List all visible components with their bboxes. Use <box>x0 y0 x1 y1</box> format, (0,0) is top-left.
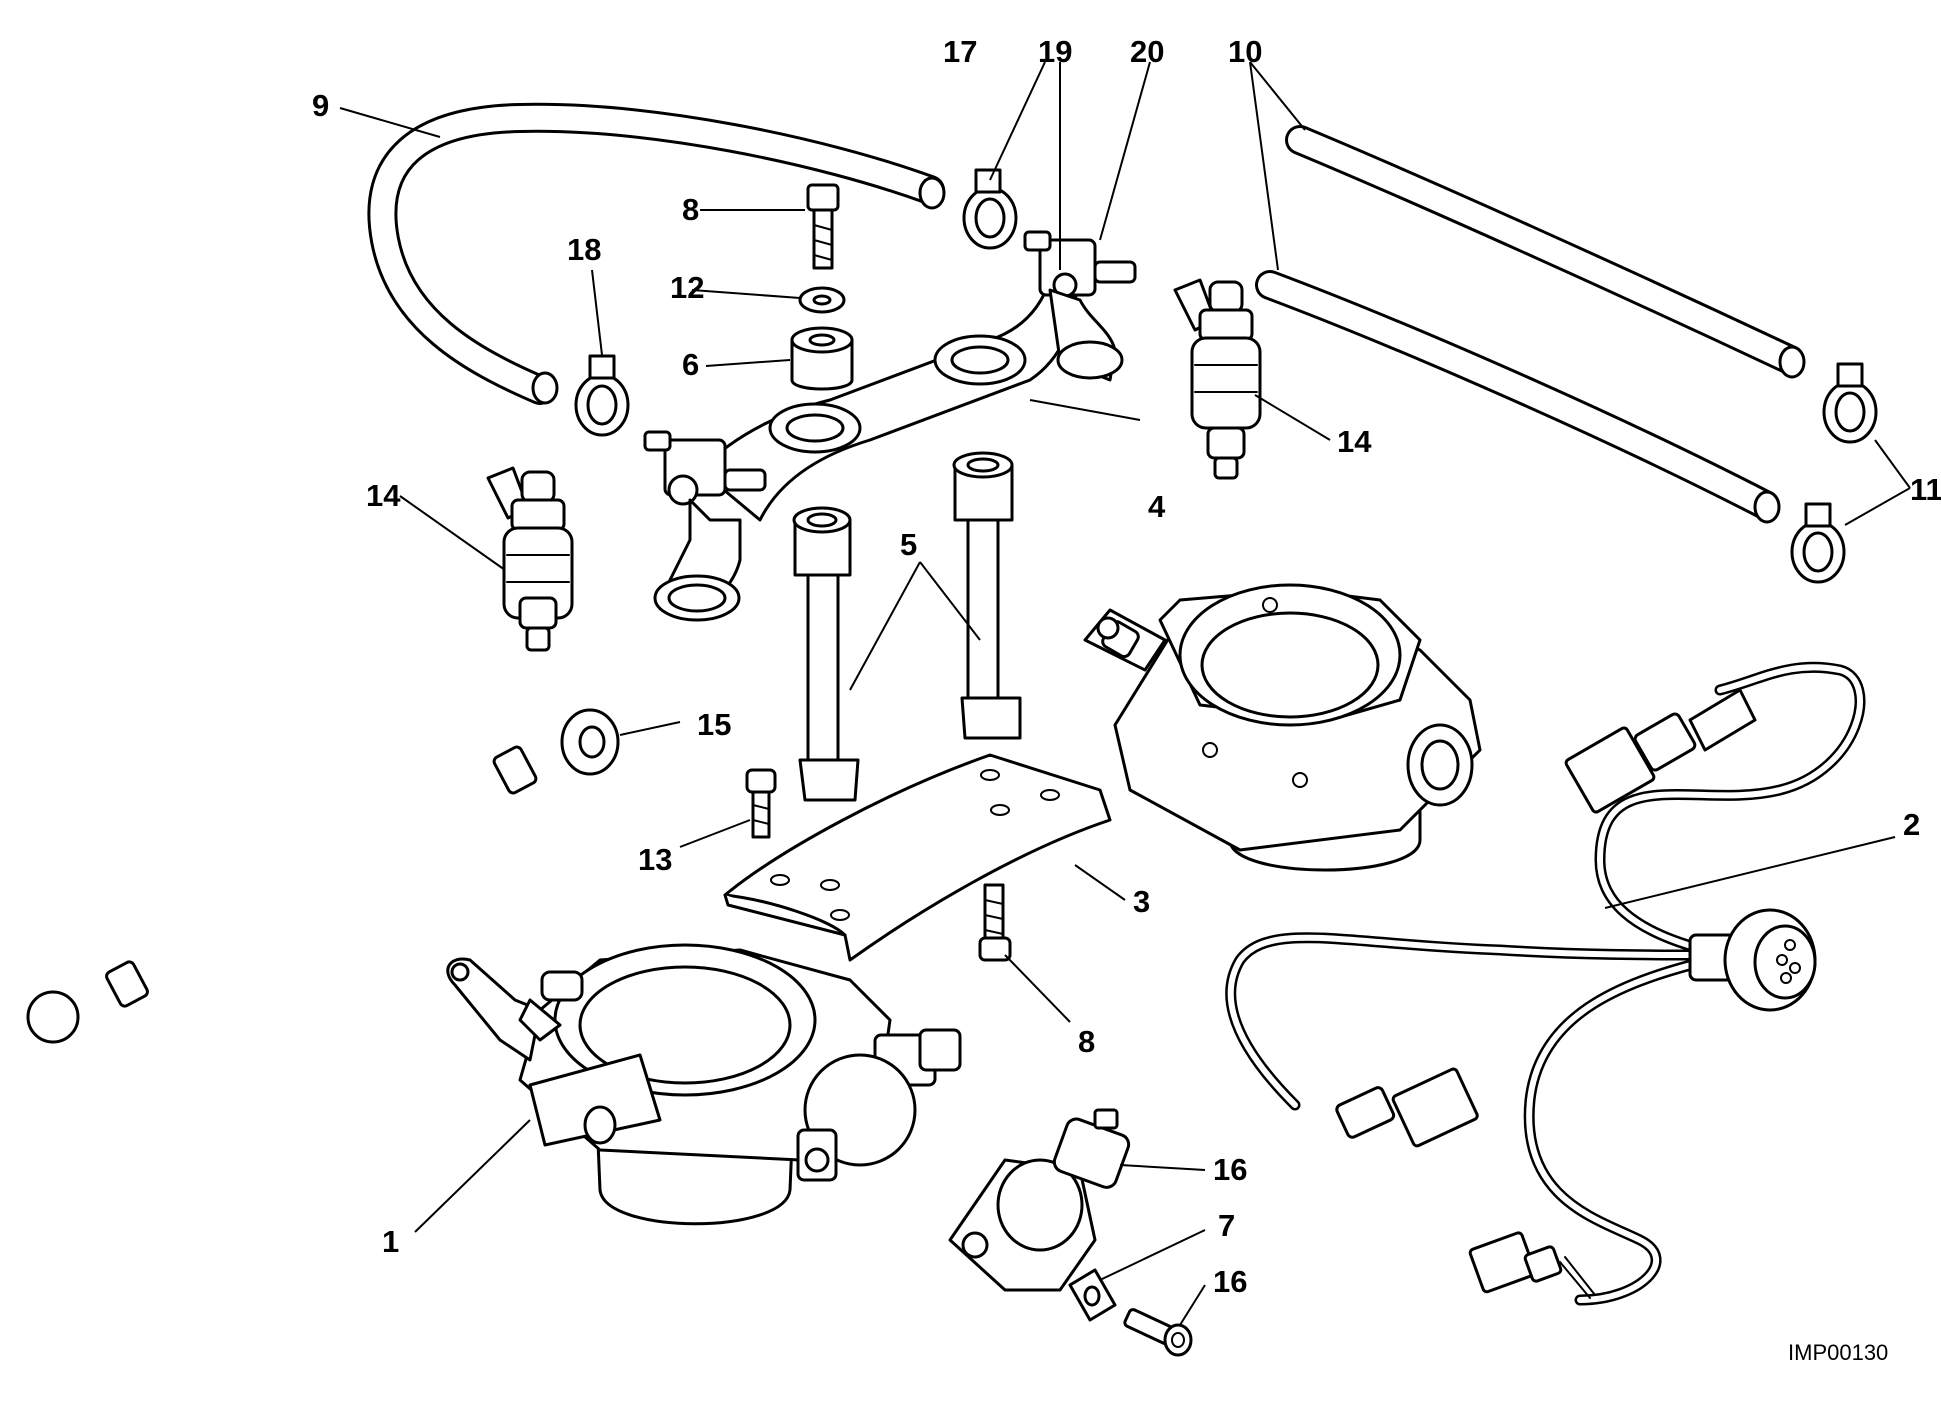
callout-11: 11 <box>1910 472 1941 507</box>
callout-8-upper: 8 <box>682 192 699 227</box>
fuel-rail-4 <box>643 230 1137 622</box>
callout-9: 9 <box>312 88 329 123</box>
sensor-17 <box>948 1108 1131 1292</box>
clamp-16-upper <box>962 168 1018 250</box>
spacer-5-right <box>952 451 1022 740</box>
callout-5: 5 <box>900 527 917 562</box>
callout-14-left: 14 <box>366 478 401 513</box>
callout-4: 4 <box>1148 489 1166 524</box>
bolt-8-upper <box>806 183 840 270</box>
clamp-16-lower <box>574 354 630 437</box>
callout-16-lower: 18 <box>567 232 601 267</box>
injector-14-right <box>1173 278 1262 480</box>
callout-1: 1 <box>382 1224 399 1259</box>
callout-10: 10 <box>1228 34 1262 69</box>
bolt-8-lower <box>978 883 1012 962</box>
bracket-plate-3 <box>723 753 1112 962</box>
callout-6: 6 <box>682 347 699 382</box>
callout-12: 12 <box>670 270 704 305</box>
injector-14-left <box>486 466 574 652</box>
diagram-code: IMP00130 <box>1788 1340 1888 1365</box>
callout-20: 20 <box>1130 34 1164 69</box>
callout-8-lower: 8 <box>1078 1024 1095 1059</box>
hose-clamps <box>574 168 1878 584</box>
fuel-hose-9 <box>367 102 946 405</box>
callout-14-right: 14 <box>1337 424 1372 459</box>
callout-18: 16 <box>1213 1264 1247 1299</box>
grommet-6 <box>790 326 854 391</box>
washer-7 <box>1068 1268 1117 1322</box>
callout-13: 13 <box>638 842 672 877</box>
throttle-body-1 <box>446 943 962 1226</box>
throttle-body-rear <box>1083 583 1482 872</box>
rod-15 <box>26 708 620 1044</box>
callout-16-upper: 17 <box>943 34 977 69</box>
callout-7: 7 <box>1218 1208 1235 1243</box>
callout-labels: 9 17 19 20 10 8 18 12 6 14 4 11 14 5 15 … <box>312 34 1941 1365</box>
callout-15: 15 <box>697 707 731 742</box>
clamp-11-lower <box>1790 502 1846 584</box>
bolt-13 <box>745 768 777 839</box>
fuel-hoses-10 <box>1255 125 1806 524</box>
callout-17: 16 <box>1213 1152 1247 1187</box>
wiring-harness-2 <box>1225 661 1866 1306</box>
spacer-5-left <box>792 506 860 802</box>
washer-12 <box>798 286 846 314</box>
callout-19: 19 <box>1038 34 1072 69</box>
screw-18 <box>1123 1308 1193 1357</box>
callout-3: 3 <box>1133 884 1150 919</box>
clamp-11-upper <box>1822 362 1878 444</box>
leader-lines <box>339 61 1911 1326</box>
callout-2: 2 <box>1903 807 1920 842</box>
